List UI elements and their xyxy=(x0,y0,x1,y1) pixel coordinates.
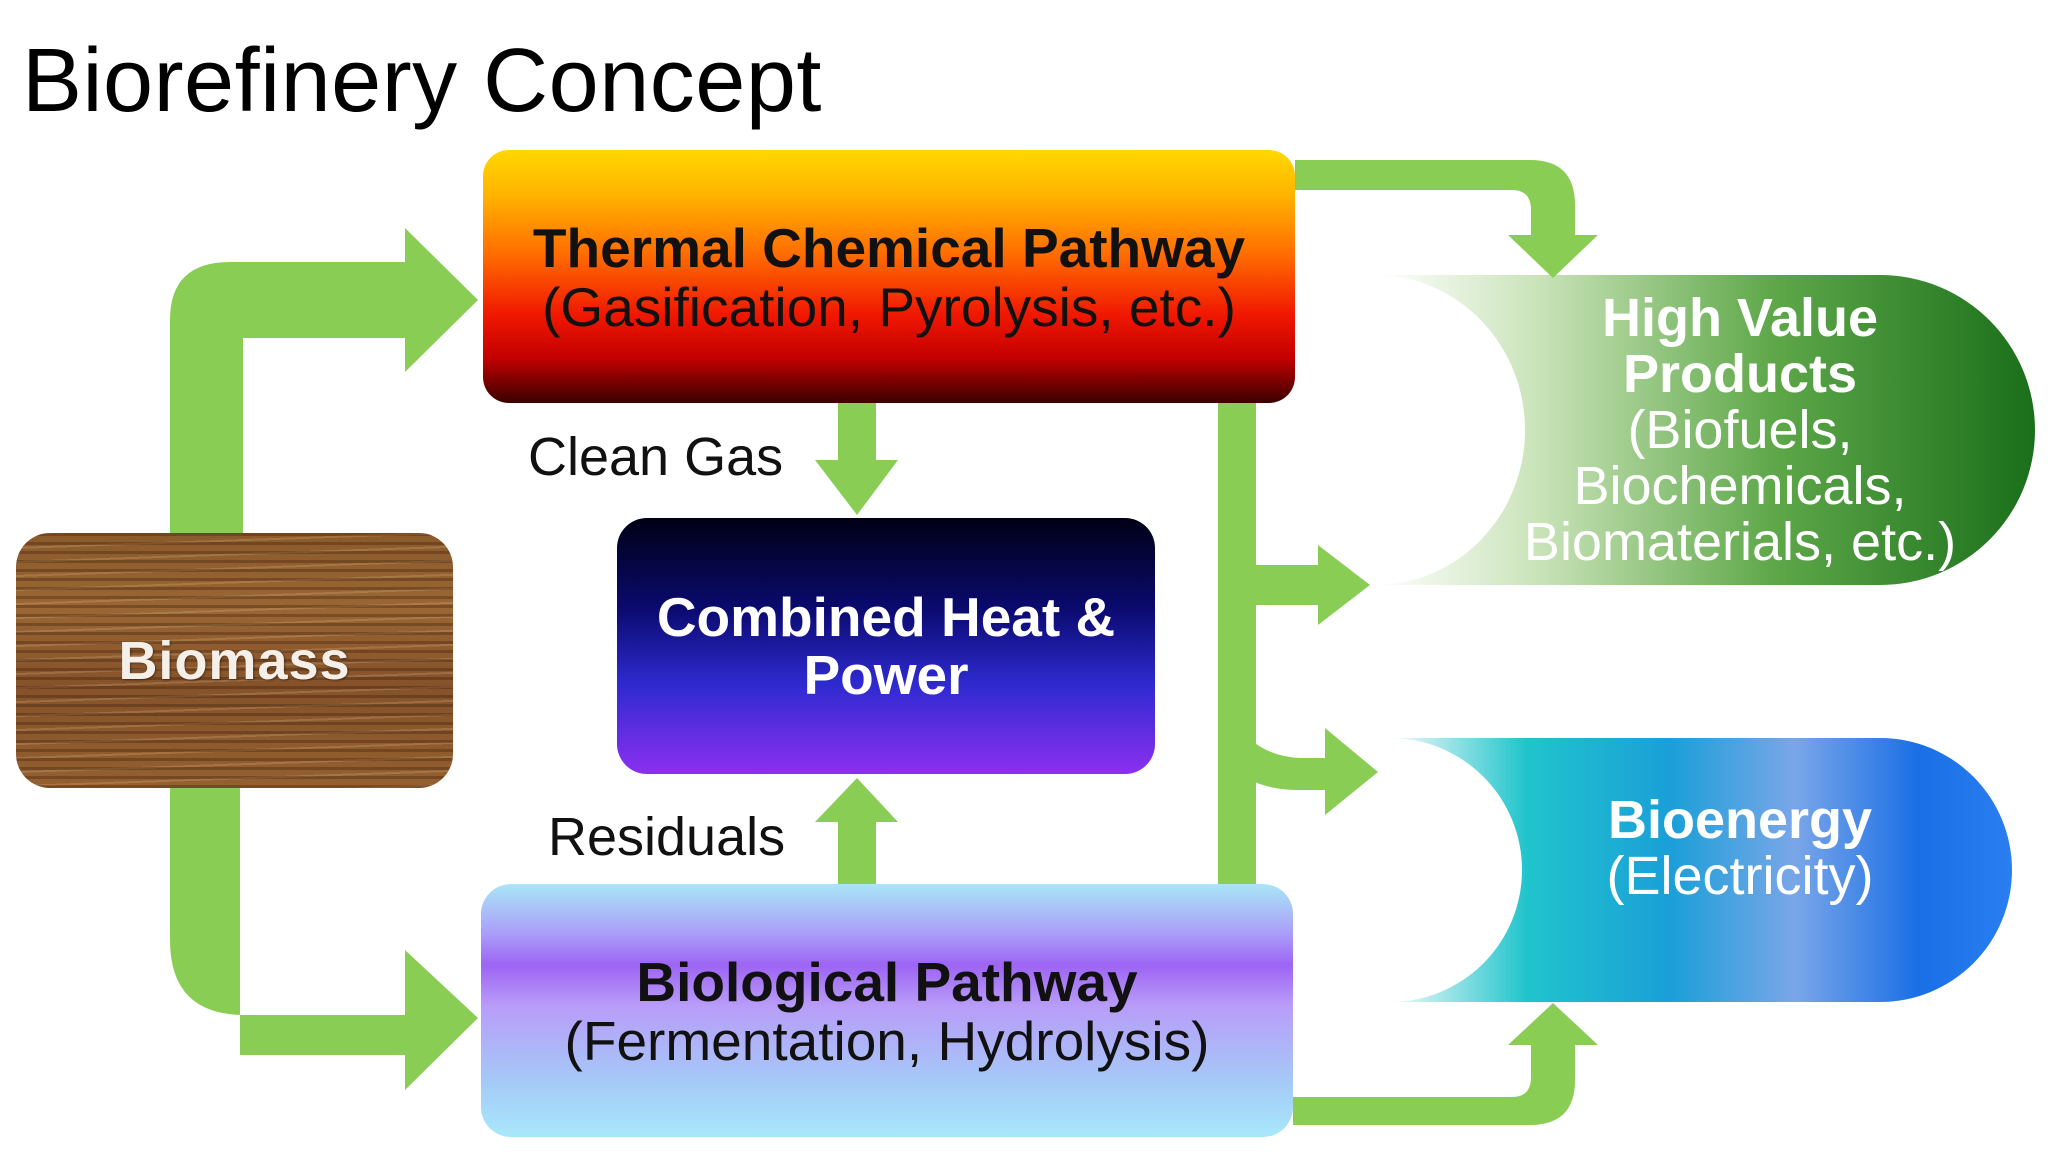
page-title: Biorefinery Concept xyxy=(22,31,822,131)
biological-pathway-box: Biological Pathway (Fermentation, Hydrol… xyxy=(481,884,1293,1137)
biomass-title: Biomass xyxy=(118,630,351,691)
bioenergy-subtitle: (Electricity) xyxy=(1606,846,1874,906)
combined-heat-power-box: Combined Heat & Power xyxy=(617,518,1155,774)
chp-title-line1: Combined Heat & xyxy=(656,586,1116,648)
pathway-connector-vertical xyxy=(1218,403,1256,884)
biomass-to-biological-arrow xyxy=(170,788,478,1090)
thermal-pathway-title: Thermal Chemical Pathway xyxy=(532,216,1246,279)
high-value-detail-line3: Biomaterials, etc.) xyxy=(1523,512,1957,572)
high-value-products-shape xyxy=(1375,275,2035,585)
clean-gas-arrow xyxy=(815,403,898,515)
bioenergy-shape xyxy=(1390,738,2012,1002)
residuals-label: Residuals xyxy=(548,807,786,867)
thermal-chemical-pathway-box: Thermal Chemical Pathway (Gasification, … xyxy=(483,150,1295,403)
thermal-pathway-subtitle: (Gasification, Pyrolysis, etc.) xyxy=(542,275,1236,338)
biological-pathway-subtitle: (Fermentation, Hydrolysis) xyxy=(564,1009,1210,1072)
high-value-detail-line2: Biochemicals, xyxy=(1573,456,1907,516)
high-value-products-text: High Value Products (Biofuels, Biochemic… xyxy=(1440,290,2040,570)
high-value-title-line1: High Value xyxy=(1601,288,1879,348)
connector-to-bioenergy-arrow xyxy=(1218,690,1378,815)
connector-to-high-value-arrow xyxy=(1256,545,1370,625)
clean-gas-label: Clean Gas xyxy=(528,427,784,487)
biomass-box: Biomass xyxy=(16,533,453,788)
high-value-title-line2: Products xyxy=(1622,344,1858,404)
bioenergy-text: Bioenergy (Electricity) xyxy=(1440,792,2040,904)
biomass-to-thermal-arrow xyxy=(170,228,478,533)
residuals-arrow xyxy=(815,778,898,884)
chp-title-line2: Power xyxy=(803,644,969,706)
bioenergy-title: Bioenergy xyxy=(1607,790,1873,850)
thermal-to-high-value-arrow xyxy=(1295,160,1598,278)
high-value-detail-line1: (Biofuels, xyxy=(1627,400,1853,460)
biological-to-bioenergy-arrow xyxy=(1293,1003,1598,1125)
biological-pathway-title: Biological Pathway xyxy=(636,950,1138,1013)
